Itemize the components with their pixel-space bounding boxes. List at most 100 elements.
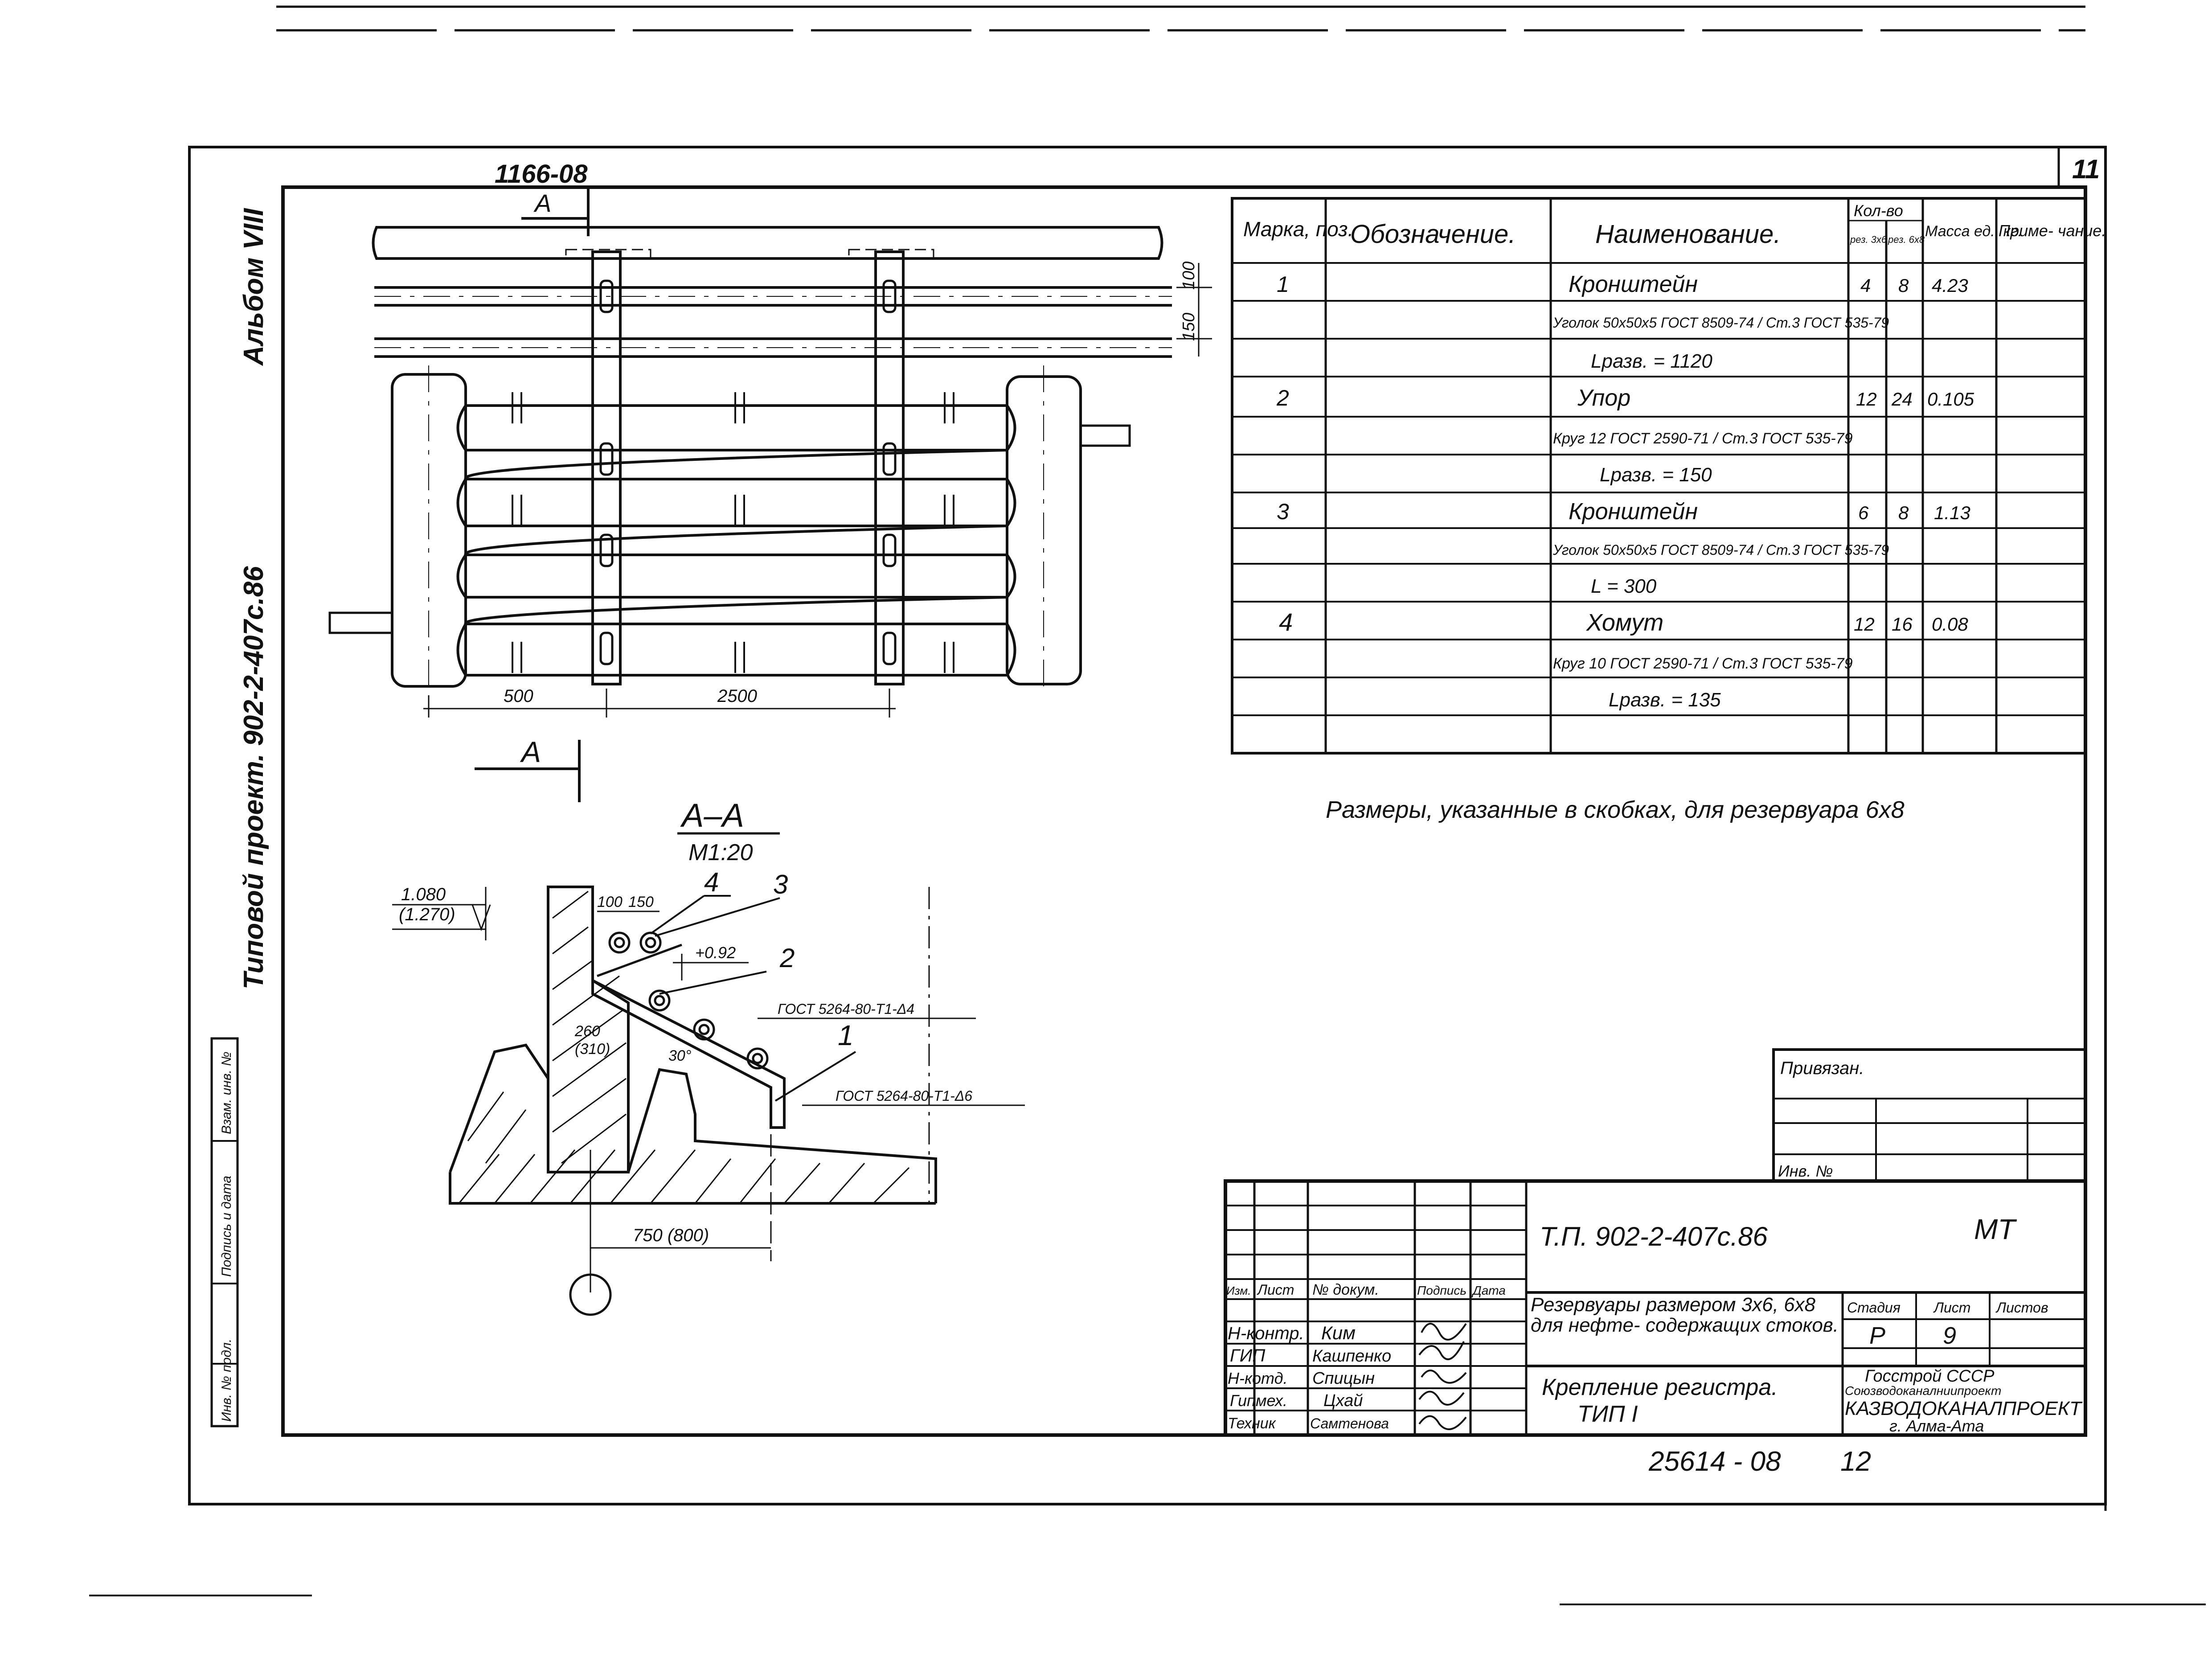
table-row: 1 Кронштейн 4 8 4.23 (1277, 271, 1968, 297)
row-name: Уголок 50x50x5 ГОСТ 8509-74 / Ст.3 ГОСТ … (1552, 542, 1889, 558)
section-mark-bottom: A (520, 735, 541, 768)
signer-role: Техник (1228, 1415, 1277, 1432)
row-name: L = 300 (1591, 575, 1657, 597)
section-dim-750: 750 (800) (633, 1226, 709, 1245)
row-qty-b: 24 (1891, 389, 1913, 410)
table-row: 3 Кронштейн 6 8 1.13 (1277, 499, 1970, 525)
title-main: Резервуары размером 3x6, 6x8 для нефте- … (1531, 1295, 1839, 1336)
table-row: Уголок 50x50x5 ГОСТ 8509-74 / Ст.3 ГОСТ … (1552, 315, 1889, 331)
position-1: 1 (838, 1019, 854, 1051)
header-designation: Обозначение. (1350, 220, 1516, 249)
binding-inv-label: Инв. № (1778, 1162, 1833, 1180)
signer-role: Н-котд. (1228, 1369, 1288, 1387)
org-line-4: г. Алма-Ата (1889, 1417, 1984, 1435)
signer-row: Техник Самтенова (1228, 1415, 1389, 1432)
sheets-label: Листов (1995, 1300, 2048, 1316)
tb-header-list: Лист (1257, 1282, 1294, 1298)
header-name: Наименование. (1595, 220, 1781, 249)
table-row: Круг 10 ГОСТ 2590-71 / Ст.3 ГОСТ 535-79 (1553, 655, 1853, 672)
top-code: 1166-08 (495, 160, 588, 189)
org-line-2: Союзводоканалниипроект (1845, 1384, 2001, 1398)
row-qty-b: 8 (1898, 275, 1909, 296)
doc-code: Т.П. 902-2-407с.86 (1540, 1222, 1768, 1251)
signer-role: Гипмех. (1230, 1391, 1287, 1410)
signer-role: ГИП (1230, 1346, 1266, 1366)
spec-table: Марка, поз. Обозначение. Наименование. К… (1231, 197, 2106, 755)
binding-box: Привязан. Инв. № (1772, 1048, 2087, 1182)
title-block: Т.П. 902-2-407с.86 МТ Изм. Лист № докум.… (1224, 1179, 2087, 1437)
bottom-code: 25614 - 08 (1648, 1446, 1781, 1477)
table-row: Lразв. = 1120 (1591, 350, 1712, 372)
row-name: Lразв. = 150 (1600, 464, 1712, 486)
signer-name: Самтенова (1310, 1415, 1389, 1431)
row-name: Хомут (1585, 609, 1663, 636)
title-sub-2: ТИП I (1577, 1401, 1638, 1427)
album-label: Альбом VIII (238, 208, 269, 366)
tb-header-doc: № докум. (1312, 1281, 1379, 1298)
row-name: Lразв. = 1120 (1591, 350, 1712, 372)
row-qty-a: 12 (1856, 389, 1877, 410)
section-dim-100: 100 (597, 894, 623, 911)
stage-label: Стадия (1847, 1300, 1901, 1316)
table-row: Lразв. = 135 (1609, 689, 1721, 711)
table-note: Размеры, указанные в скобках, для резерв… (1326, 796, 1905, 823)
sheet-value: 9 (1943, 1322, 1956, 1349)
signer-name: Ким (1321, 1322, 1356, 1343)
weld-note-1: ГОСТ 5264-80-Т1-Δ4 (778, 1001, 914, 1017)
row-mass: 0.08 (1932, 614, 1968, 635)
org-line-1: Госстрой СССР (1865, 1367, 1995, 1386)
tb-header-date: Дата (1471, 1284, 1506, 1297)
signer-name: Цхай (1323, 1391, 1363, 1410)
section-mark-top: A (533, 189, 551, 217)
row-mass: 1.13 (1934, 502, 1970, 523)
header-qty: Кол-во (1854, 201, 1903, 220)
sheet-code: МТ (1974, 1213, 2017, 1245)
left-stamp: Взам. инв. № Подпись и дата Инв. № подл. (210, 1037, 239, 1427)
stage-value: Р (1869, 1322, 1885, 1349)
header-qty-a: рез. 3x6 (1850, 234, 1887, 245)
page-number: 11 (2072, 154, 2100, 184)
row-qty-a: 4 (1860, 275, 1871, 296)
header-mark: Марка, поз. (1243, 217, 1353, 241)
project-label: Типовой проект. 902-2-407с.86 (238, 566, 269, 989)
row-pos: 4 (1279, 608, 1293, 636)
section-view: A–A M1:20 1.080 (1.270) (392, 797, 1025, 1316)
sheet-frame (89, 5, 2206, 1605)
row-name: Упор (1577, 385, 1630, 411)
table-row: 4 Хомут 12 16 0.08 (1279, 608, 1968, 636)
section-dim-310: (310) (575, 1041, 610, 1058)
signer-role: Н-контр. (1228, 1324, 1304, 1343)
table-row: Круг 12 ГОСТ 2590-71 / Ст.3 ГОСТ 535-79 (1553, 430, 1853, 447)
plan-dim-2500: 2500 (717, 686, 757, 706)
position-4: 4 (704, 867, 719, 897)
signer-row: ГИП Кашпенко (1230, 1346, 1391, 1366)
level-top: 1.080 (401, 885, 446, 904)
header-note: Приме- чание. (1999, 221, 2106, 240)
plan-dim-150: 150 (1180, 313, 1198, 341)
sheet-label: Лист (1933, 1300, 1970, 1316)
row-pos: 1 (1277, 272, 1289, 297)
row-qty-a: 6 (1858, 502, 1869, 523)
table-row: L = 300 (1591, 575, 1657, 597)
row-qty-b: 8 (1898, 502, 1909, 523)
position-3: 3 (773, 870, 788, 899)
plan-view: A (328, 187, 1212, 802)
header-mass: Масса ед., кг. (1925, 223, 2022, 240)
row-name: Круг 12 ГОСТ 2590-71 / Ст.3 ГОСТ 535-79 (1553, 430, 1853, 447)
row-qty-b: 16 (1892, 614, 1913, 635)
signer-row: Н-контр. Ким (1228, 1322, 1356, 1343)
row-qty-a: 12 (1854, 614, 1875, 635)
row-mass: 4.23 (1932, 275, 1968, 296)
binding-label: Привязан. (1780, 1058, 1864, 1078)
section-title: A–A (680, 797, 744, 834)
weld-note-2: ГОСТ 5264-80-Т1-Δ6 (836, 1088, 972, 1104)
row-name: Кронштейн (1569, 499, 1698, 525)
bottom-page: 12 (1840, 1446, 1871, 1477)
stamp-cell-signature: Подпись и дата (219, 1176, 234, 1277)
signer-name: Кашпенко (1312, 1347, 1391, 1366)
row-pos: 2 (1276, 386, 1289, 410)
title-sub-1: Крепление регистра. (1542, 1374, 1778, 1400)
plan-dim-100: 100 (1180, 262, 1198, 290)
position-2: 2 (779, 943, 795, 973)
